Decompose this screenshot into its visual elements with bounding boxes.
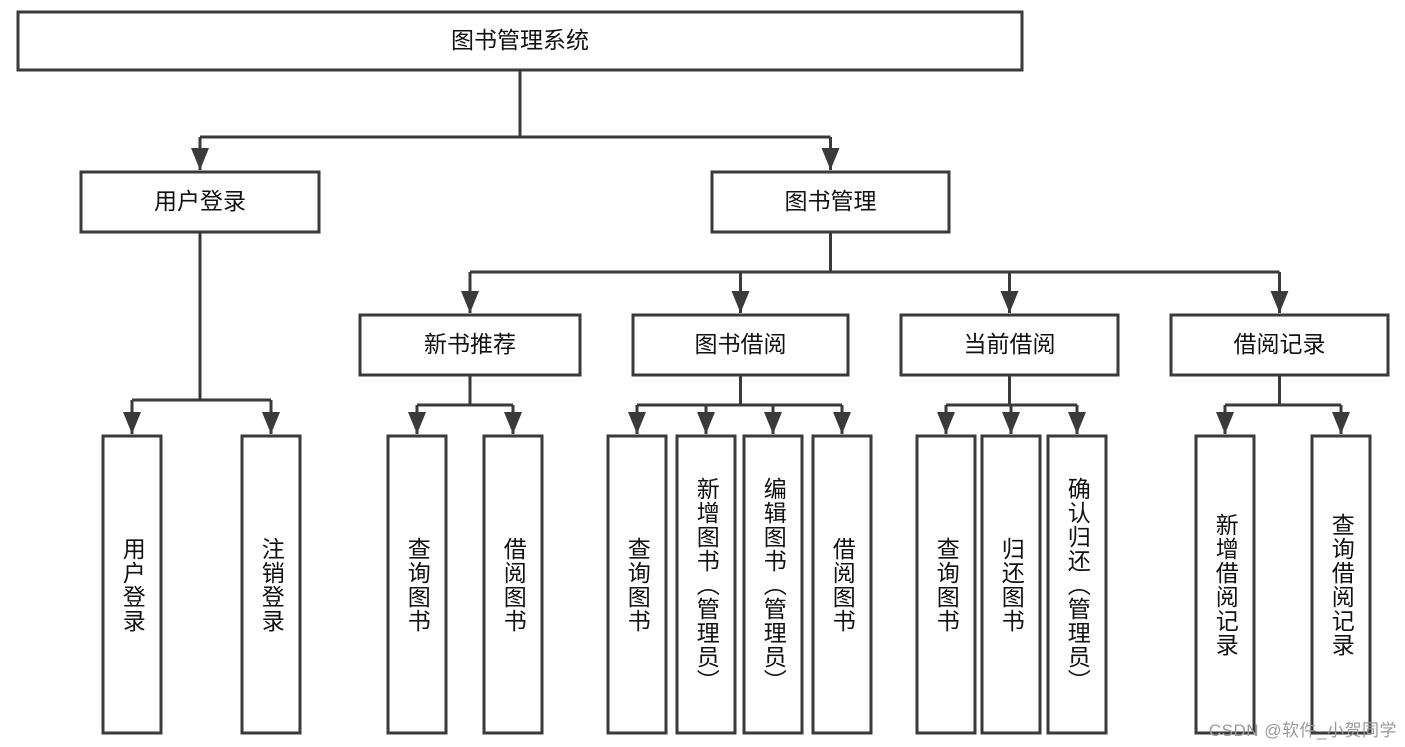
leaf-add-book-admin[interactable]: 新增图书（管理员） bbox=[675, 434, 737, 735]
node-box bbox=[79, 170, 321, 234]
leaf-box bbox=[811, 434, 873, 735]
connector-layer bbox=[123, 70, 1350, 434]
node-label: 新书推荐 bbox=[424, 331, 516, 357]
leaf-box bbox=[240, 434, 302, 735]
leaf-label: 归还图书 bbox=[998, 536, 1025, 633]
leaf-confirm-return-admin[interactable]: 确认归还（管理员） bbox=[1046, 434, 1108, 735]
leaf-label-wrapper: 查询图书 bbox=[404, 536, 431, 633]
leaf-label-wrapper: 借阅图书 bbox=[500, 536, 527, 633]
leaf-borrow-book-2[interactable]: 借阅图书 bbox=[811, 434, 873, 735]
arrow-to-book-manage bbox=[821, 148, 840, 170]
node-label: 图书管理系统 bbox=[451, 27, 589, 53]
leaf-label-wrapper: 用户登录 bbox=[119, 536, 146, 633]
leaf-label: 查询图书 bbox=[933, 536, 960, 633]
leaf-label-wrapper: 新增借阅记录 bbox=[1212, 512, 1239, 657]
node-new-book-recommend[interactable]: 新书推荐 bbox=[358, 313, 582, 377]
leaf-label-wrapper: 注销登录 bbox=[258, 536, 285, 633]
leaf-edit-book-admin[interactable]: 编辑图书（管理员） bbox=[742, 434, 804, 735]
arrow-to-g1-child-0 bbox=[628, 412, 646, 434]
leaf-query-book-1[interactable]: 查询图书 bbox=[386, 434, 448, 735]
node-box bbox=[1169, 313, 1390, 377]
leaf-label-wrapper: 新增图书（管理员） bbox=[693, 476, 720, 693]
arrow-to-g1-child-2 bbox=[764, 412, 782, 434]
leaf-label-wrapper: 归还图书 bbox=[998, 536, 1025, 633]
node-current-borrow[interactable]: 当前借阅 bbox=[899, 313, 1120, 377]
leaf-add-borrow-record[interactable]: 新增借阅记录 bbox=[1194, 434, 1256, 735]
leaf-box bbox=[606, 434, 668, 735]
node-box bbox=[631, 313, 850, 377]
node-label: 图书借阅 bbox=[695, 331, 787, 357]
arrow-to-user-login-child-0 bbox=[123, 412, 141, 434]
arrow-to-level3-2 bbox=[1000, 291, 1019, 313]
node-book-manage[interactable]: 图书管理 bbox=[710, 170, 951, 234]
leaf-box bbox=[915, 434, 977, 735]
node-box bbox=[899, 313, 1120, 377]
node-box bbox=[358, 313, 582, 377]
leaf-label: 借阅图书 bbox=[500, 536, 527, 633]
leaf-label: 查询图书 bbox=[404, 536, 431, 633]
leaf-label: 编辑图书（管理员） bbox=[760, 476, 787, 693]
node-label: 图书管理 bbox=[785, 188, 877, 214]
arrow-to-g0-child-0 bbox=[408, 412, 426, 434]
leaf-label-wrapper: 查询借阅记录 bbox=[1328, 512, 1355, 657]
node-box bbox=[16, 10, 1024, 72]
leaf-label: 新增借阅记录 bbox=[1212, 512, 1239, 657]
node-box bbox=[710, 170, 951, 234]
leaf-label: 查询图书 bbox=[624, 536, 651, 633]
leaf-return-book[interactable]: 归还图书 bbox=[980, 434, 1042, 735]
arrow-to-g1-child-1 bbox=[697, 412, 715, 434]
leaf-label: 注销登录 bbox=[258, 536, 285, 633]
leaf-box bbox=[101, 434, 163, 735]
arrow-to-user-login-child-1 bbox=[262, 412, 280, 434]
node-user-login[interactable]: 用户登录 bbox=[79, 170, 321, 234]
leaf-box bbox=[675, 434, 737, 735]
leaf-box bbox=[1194, 434, 1256, 735]
arrow-to-g0-child-1 bbox=[504, 412, 522, 434]
leaf-borrow-book-1[interactable]: 借阅图书 bbox=[482, 434, 544, 735]
leaf-box bbox=[1310, 434, 1372, 735]
arrow-to-level3-3 bbox=[1270, 291, 1289, 313]
arrow-to-level3-0 bbox=[461, 291, 479, 313]
node-label: 当前借阅 bbox=[964, 331, 1056, 357]
arrow-to-g3-child-0 bbox=[1216, 412, 1234, 434]
arrow-to-g1-child-3 bbox=[833, 412, 851, 434]
leaf-box bbox=[1046, 434, 1108, 735]
leaf-label-wrapper: 确认归还（管理员） bbox=[1064, 476, 1091, 693]
leaf-label-wrapper: 查询图书 bbox=[624, 536, 651, 633]
node-root-system[interactable]: 图书管理系统 bbox=[16, 10, 1024, 72]
leaf-query-book-3[interactable]: 查询图书 bbox=[915, 434, 977, 735]
leaf-label-wrapper: 编辑图书（管理员） bbox=[760, 476, 787, 693]
node-borrow-record[interactable]: 借阅记录 bbox=[1169, 313, 1390, 377]
arrow-to-g3-child-1 bbox=[1332, 412, 1350, 434]
leaf-user-login-do[interactable]: 用户登录 bbox=[101, 434, 163, 735]
leaf-user-logout[interactable]: 注销登录 bbox=[240, 434, 302, 735]
arrow-to-user-login bbox=[191, 148, 209, 170]
leaf-label: 借阅图书 bbox=[829, 536, 856, 633]
leaf-label: 用户登录 bbox=[119, 536, 146, 633]
node-layer: 图书管理系统用户登录图书管理用户登录注销登录新书推荐查询图书借阅图书图书借阅查询… bbox=[16, 10, 1390, 735]
leaf-query-borrow-record[interactable]: 查询借阅记录 bbox=[1310, 434, 1372, 735]
leaf-query-book-2[interactable]: 查询图书 bbox=[606, 434, 668, 735]
leaf-label-wrapper: 借阅图书 bbox=[829, 536, 856, 633]
leaf-box bbox=[482, 434, 544, 735]
leaf-label: 新增图书（管理员） bbox=[693, 476, 720, 693]
node-book-borrow[interactable]: 图书借阅 bbox=[631, 313, 850, 377]
arrow-to-g2-child-0 bbox=[937, 412, 955, 434]
arrow-to-g2-child-1 bbox=[1002, 412, 1020, 434]
leaf-box bbox=[742, 434, 804, 735]
node-label: 用户登录 bbox=[154, 188, 246, 214]
leaf-label: 确认归还（管理员） bbox=[1064, 476, 1091, 693]
leaf-label-wrapper: 查询图书 bbox=[933, 536, 960, 633]
leaf-box bbox=[980, 434, 1042, 735]
arrow-to-g2-child-2 bbox=[1068, 412, 1086, 434]
arrow-to-level3-1 bbox=[731, 291, 750, 313]
leaf-box bbox=[386, 434, 448, 735]
node-label: 借阅记录 bbox=[1234, 331, 1326, 357]
leaf-label: 查询借阅记录 bbox=[1328, 512, 1355, 657]
